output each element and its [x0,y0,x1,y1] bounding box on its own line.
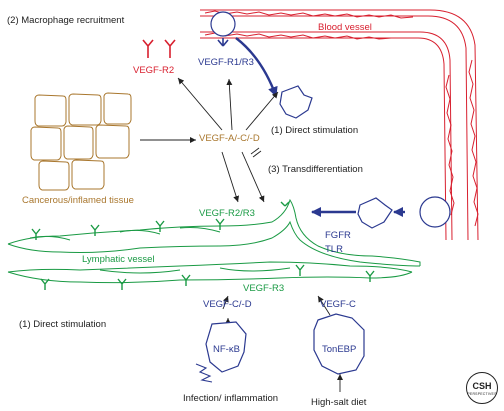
vegf-acd-label: VEGF-A/-C/-D [199,133,260,144]
macrophage-recruitment-label: (2) Macrophage recruitment [7,15,125,26]
blood-vessel-label: Blood vessel [318,22,372,33]
lymphatic-receptor-icons [31,201,375,290]
nf-kb-cell [205,321,247,373]
macrophage-right-vessel [419,196,451,228]
vegf-c-label: VEGF-C [320,299,356,310]
tlr-label: TLR [325,244,343,255]
cancerous-tissue-cells [30,92,132,191]
tonebp-label: TonEBP [322,344,357,355]
vegf-r2-r3-label: VEGF-R2/R3 [199,208,255,219]
lightning-icon [195,363,213,383]
fgfr-label: FGFR [325,230,351,241]
vegf-cd-label: VEGF-C/-D [203,299,252,310]
blood-vessel [200,9,479,241]
transdifferentiation-label: (3) Transdifferentiation [268,164,363,175]
nf-kb-label: NF-κB [213,344,240,355]
macrophage-in-vessel [210,11,236,47]
vegf-r2-receptor-icons [142,39,176,58]
lymphatic-vessel [7,198,421,284]
tonebp-cell [313,313,365,375]
direct-stimulation-bottom-label: (1) Direct stimulation [19,319,107,330]
direct-stimulation-top-label: (1) Direct stimulation [271,125,359,136]
vegf-r3-label: VEGF-R3 [243,283,285,294]
infection-label: Infection/ inflammation [183,393,279,404]
macrophage-right-icon [357,197,393,229]
vegf-r2-top-label: VEGF-R2 [133,65,175,76]
recruitment-arrow [235,37,278,97]
cancerous-tissue-label: Cancerous/inflamed tissue [22,195,134,206]
vegf-r1-r3-label: VEGF-R1/R3 [198,57,254,68]
csh-perspectives-logo: CSH PERSPECTIVES [466,372,498,404]
lymphatic-vessel-label: Lymphatic vessel [82,254,155,265]
high-salt-label: High-salt diet [311,397,367,408]
macrophage-top-icon [279,85,313,119]
